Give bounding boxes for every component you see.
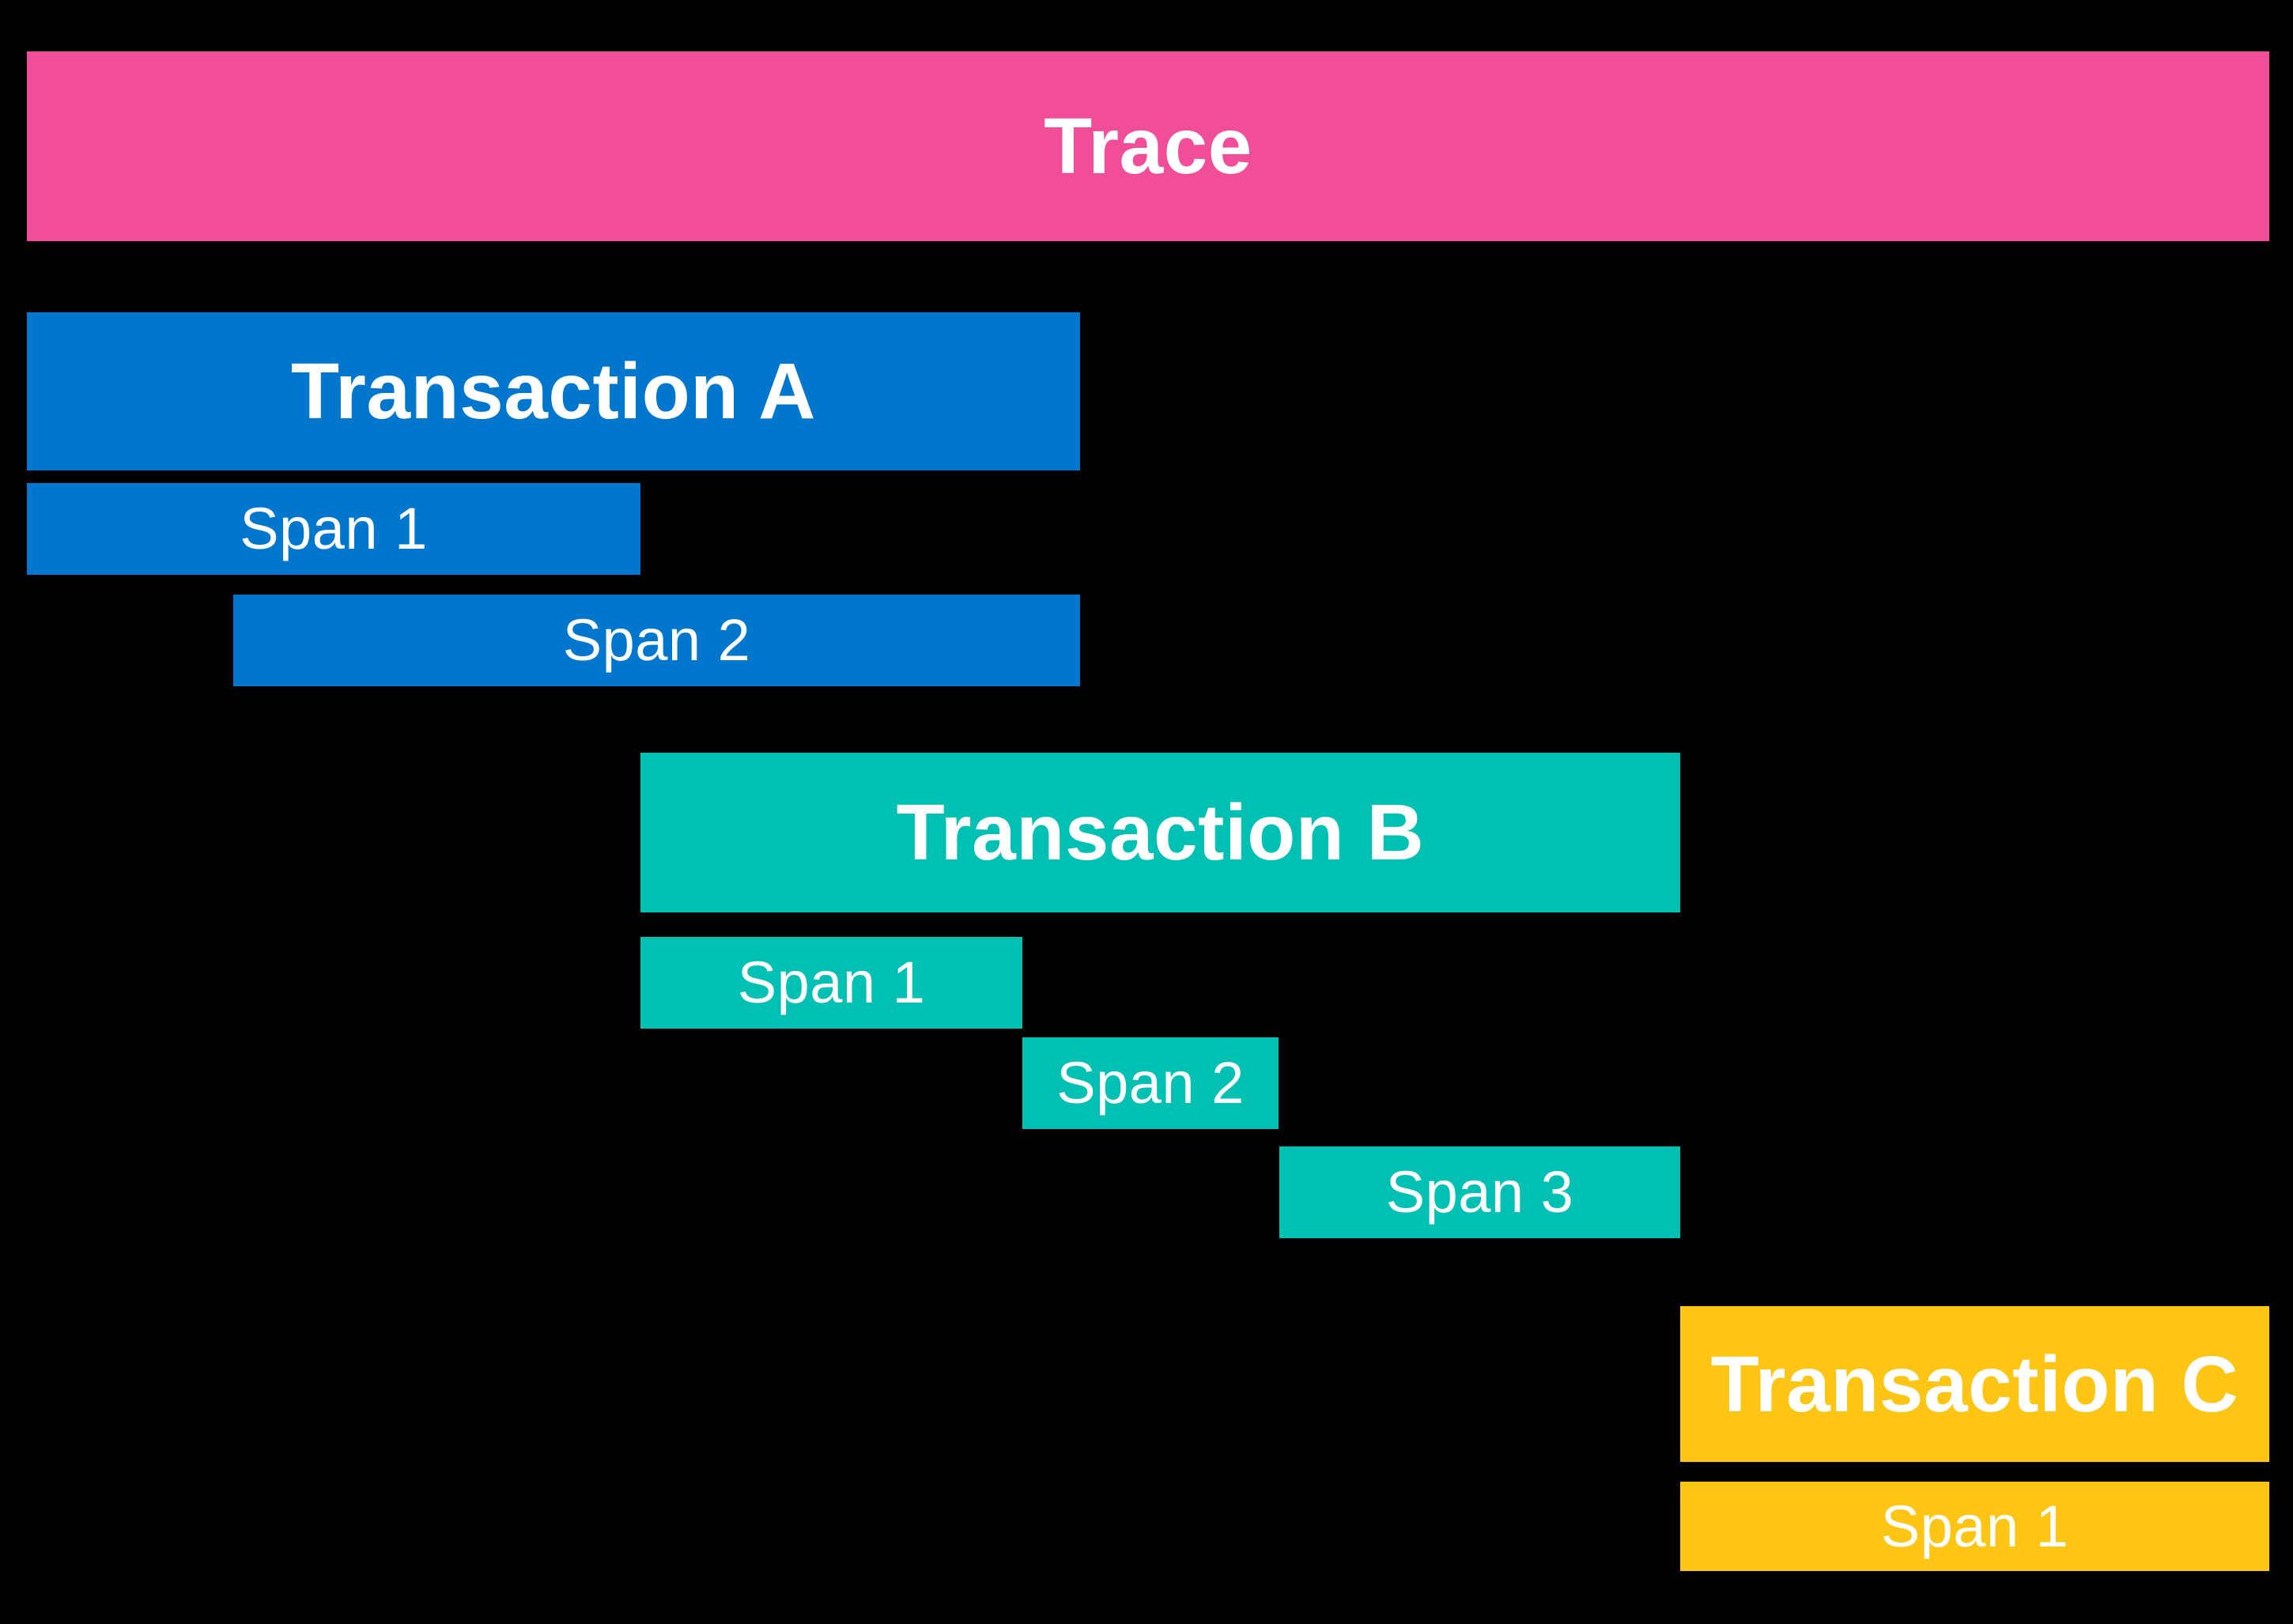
- transaction-a-span-2-bar: Span 2: [233, 595, 1080, 686]
- transaction-a-label: Transaction A: [290, 347, 817, 436]
- transaction-a-span-2-label: Span 2: [562, 607, 751, 673]
- transaction-b-label: Transaction B: [896, 788, 1425, 877]
- transaction-c-bar: Transaction C: [1680, 1306, 2269, 1462]
- transaction-b-span-1-bar: Span 1: [640, 937, 1022, 1029]
- transaction-b-span-3-label: Span 3: [1385, 1159, 1574, 1225]
- transaction-a-span-1-bar: Span 1: [27, 483, 640, 575]
- trace-bar: Trace: [27, 51, 2269, 241]
- transaction-b-span-1-label: Span 1: [737, 950, 926, 1015]
- transaction-a-span-1-label: Span 1: [240, 496, 428, 561]
- transaction-b-bar: Transaction B: [640, 753, 1680, 912]
- transaction-b-span-3-bar: Span 3: [1279, 1146, 1680, 1238]
- transaction-c-span-1-label: Span 1: [1880, 1493, 2069, 1559]
- transaction-c-span-1-bar: Span 1: [1680, 1482, 2269, 1571]
- transaction-b-span-2-label: Span 2: [1056, 1050, 1245, 1116]
- transaction-b-span-2-bar: Span 2: [1022, 1037, 1279, 1129]
- transaction-a-bar: Transaction A: [27, 312, 1080, 470]
- transaction-c-label: Transaction C: [1710, 1339, 2239, 1429]
- trace-label: Trace: [1044, 102, 1252, 191]
